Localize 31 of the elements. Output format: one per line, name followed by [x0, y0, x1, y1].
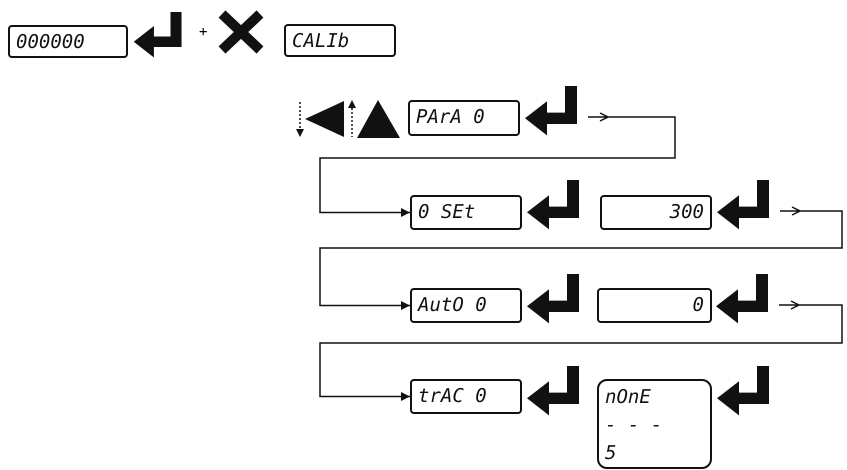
connector-arrow: [319, 300, 843, 401]
plus-sign: +: [199, 24, 208, 40]
connector-arrow: [319, 206, 843, 310]
connector-arrow: [319, 112, 676, 217]
enter-key-icon: [527, 366, 582, 416]
display-text: 300: [668, 200, 704, 225]
display-text: 000000: [16, 30, 86, 55]
enter-key-icon: [527, 180, 582, 230]
display-text: 0: [692, 293, 704, 318]
enter-key-icon: [717, 180, 772, 230]
display-text: trAC 0: [418, 384, 488, 409]
display-text: AutO 0: [418, 293, 488, 318]
display-box: [597, 379, 712, 469]
display-box: [410, 195, 522, 230]
display-text: CALIb: [292, 29, 350, 54]
display-box: [284, 24, 396, 57]
display-box: [597, 288, 712, 323]
display-box: [600, 195, 712, 230]
enter-key-icon: [525, 86, 580, 136]
display-text: 5: [605, 441, 618, 466]
display-text: 0 SEt: [418, 200, 476, 225]
display-box: [410, 379, 522, 414]
display-text: PArA 0: [416, 105, 486, 130]
enter-key-icon: [716, 274, 771, 324]
display-text: - - -: [605, 413, 664, 438]
display-box: [410, 288, 522, 323]
enter-key-icon: [527, 274, 582, 324]
display-box: [8, 25, 128, 58]
display-box: [408, 100, 520, 136]
enter-key-icon: [717, 366, 772, 416]
display-text: nOnE: [605, 385, 652, 410]
